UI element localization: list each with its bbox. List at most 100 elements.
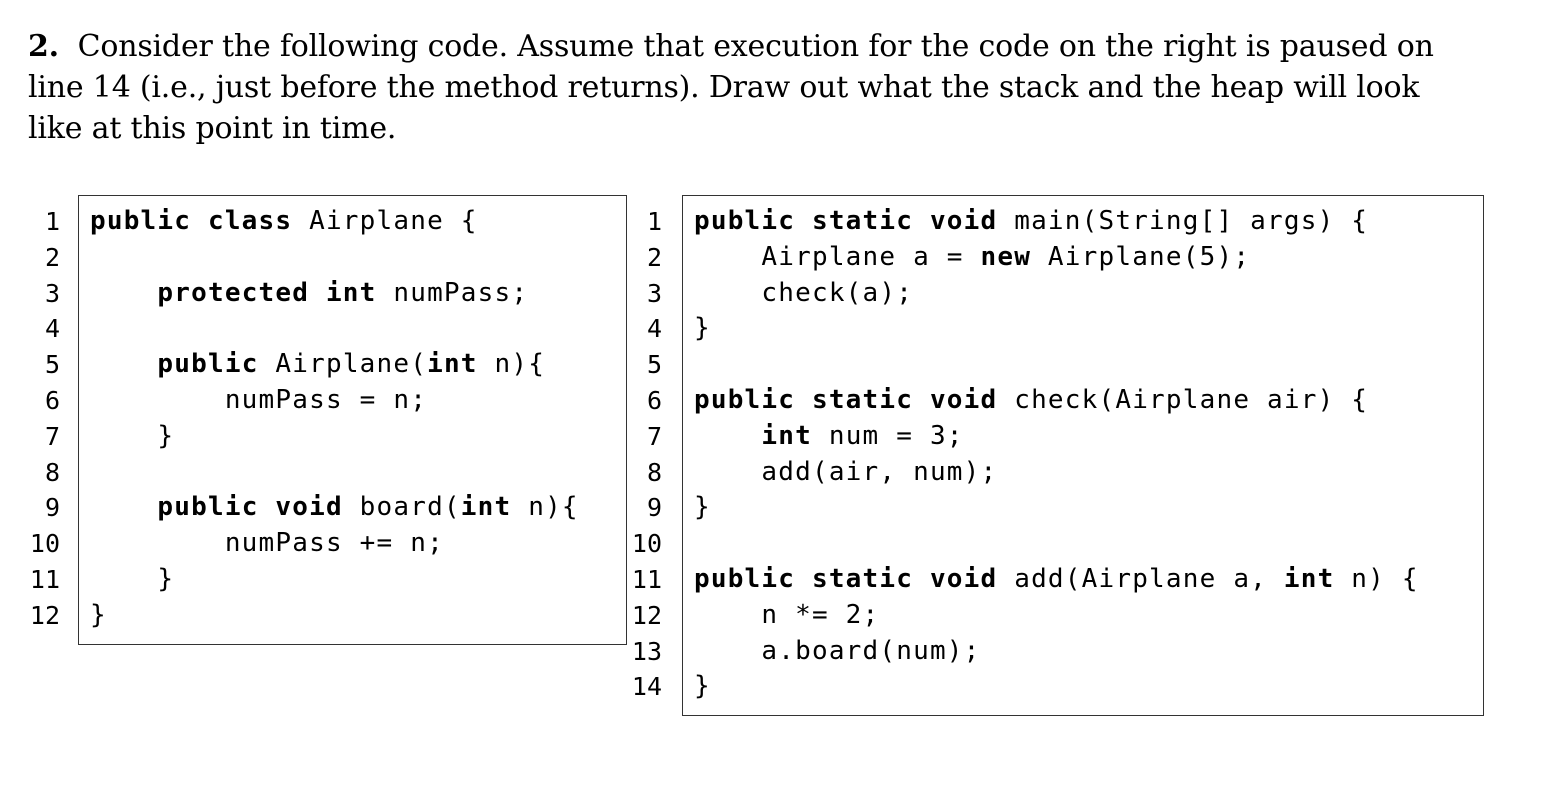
code-text: } (694, 492, 711, 523)
code-line: } (694, 490, 1419, 526)
code-line (90, 240, 579, 276)
line-number: 10 (29, 529, 60, 559)
code-text: n *= 2; (694, 599, 880, 630)
code-keyword: public static void (694, 563, 998, 594)
line-number: 12 (631, 600, 662, 630)
code-keyword: protected int (157, 277, 377, 308)
code-line: public class Airplane { (90, 204, 579, 240)
code-text: a.board(num); (694, 635, 981, 666)
line-number: 13 (631, 636, 662, 666)
code-keyword: int (761, 420, 812, 451)
line-number: 8 (44, 457, 60, 487)
line-number: 1 (646, 207, 662, 236)
code-line: public static void main(String[] args) { (694, 204, 1419, 240)
code-text: Airplane( (258, 349, 428, 380)
line-number: 6 (646, 385, 662, 415)
line-number: 5 (646, 350, 662, 380)
code-text: } (90, 599, 107, 630)
code-line: public void board(int n){ (90, 490, 579, 526)
question-body: Consider the following code. Assume that… (28, 29, 1434, 146)
code-line: public Airplane(int n){ (90, 347, 579, 383)
airplane-class-code: public class Airplane { protected int nu… (90, 204, 579, 634)
code-keyword: int (1283, 563, 1335, 594)
code-text: num = 3; (811, 420, 964, 451)
main-methods-code: public static void main(String[] args) {… (694, 204, 1419, 705)
code-line: add(air, num); (694, 455, 1419, 491)
line-number: 8 (646, 457, 662, 487)
code-line: public static void check(Airplane air) { (694, 383, 1419, 419)
code-text (90, 492, 157, 522)
code-line: Airplane a = new Airplane(5); (694, 240, 1419, 276)
line-number: 4 (44, 314, 60, 344)
code-line: } (90, 419, 579, 455)
code-text: numPass += n; (90, 528, 444, 559)
line-number: 9 (646, 493, 662, 523)
code-keyword: public void (157, 492, 343, 523)
line-number: 10 (631, 529, 662, 559)
line-number: 3 (44, 278, 60, 308)
code-keyword: public class (90, 206, 293, 236)
code-text: check(a); (694, 277, 914, 308)
code-text (694, 421, 761, 451)
code-line: check(a); (694, 276, 1419, 312)
code-text: n){ (477, 349, 546, 380)
code-line: } (694, 311, 1419, 347)
code-keyword: public static void (694, 206, 998, 236)
line-number: 1 (44, 207, 60, 236)
code-line: protected int numPass; (90, 276, 579, 312)
code-line (90, 311, 579, 347)
line-number: 2 (646, 242, 662, 272)
main-methods-code-box (682, 195, 1484, 716)
line-number: 11 (631, 564, 662, 594)
code-line (90, 455, 579, 491)
code-text: n) { (1334, 563, 1419, 594)
code-text: } (694, 313, 711, 344)
question-text: 2. Consider the following code. Assume t… (28, 26, 1468, 149)
line-number: 9 (44, 493, 60, 523)
line-number: 3 (646, 278, 662, 308)
code-text (90, 349, 157, 379)
code-line: numPass = n; (90, 383, 579, 419)
code-line: numPass += n; (90, 526, 579, 562)
line-number: 6 (44, 385, 60, 415)
code-text: } (90, 563, 175, 594)
code-text: numPass = n; (90, 384, 428, 415)
code-line: } (694, 669, 1419, 705)
code-line: n *= 2; (694, 598, 1419, 634)
code-line (694, 347, 1419, 383)
code-text: main(String[] args) { (997, 206, 1369, 236)
code-text: n){ (511, 492, 579, 523)
code-line (694, 526, 1419, 562)
line-number: 7 (44, 421, 60, 451)
code-text: Airplane { (292, 206, 478, 236)
code-keyword: public (157, 349, 259, 380)
airplane-class-code-box (78, 195, 627, 645)
code-line: int num = 3; (694, 419, 1419, 455)
code-keyword: public static void (694, 384, 998, 415)
code-text: } (694, 671, 711, 702)
code-text: add(Airplane a, (997, 563, 1284, 594)
code-text: add(air, num); (694, 456, 998, 487)
code-line: a.board(num); (694, 634, 1419, 670)
line-number: 5 (44, 350, 60, 380)
line-number: 4 (646, 314, 662, 344)
question-number: 2. (28, 29, 59, 64)
line-number: 14 (631, 672, 662, 702)
code-text: Airplane a = (694, 241, 981, 272)
line-number: 7 (646, 421, 662, 451)
line-number: 11 (29, 564, 60, 594)
line-number: 12 (29, 600, 60, 630)
code-text: } (90, 420, 175, 451)
code-text: numPass; (376, 277, 529, 308)
code-text: board( (342, 492, 461, 523)
code-text (90, 278, 157, 308)
code-line: public static void add(Airplane a, int n… (694, 562, 1419, 598)
code-text: check(Airplane air) { (997, 384, 1369, 415)
code-text: Airplane(5); (1031, 241, 1251, 272)
code-line: } (90, 562, 579, 598)
line-number: 2 (44, 242, 60, 272)
code-keyword: int (427, 349, 478, 380)
code-keyword: new (980, 241, 1032, 272)
